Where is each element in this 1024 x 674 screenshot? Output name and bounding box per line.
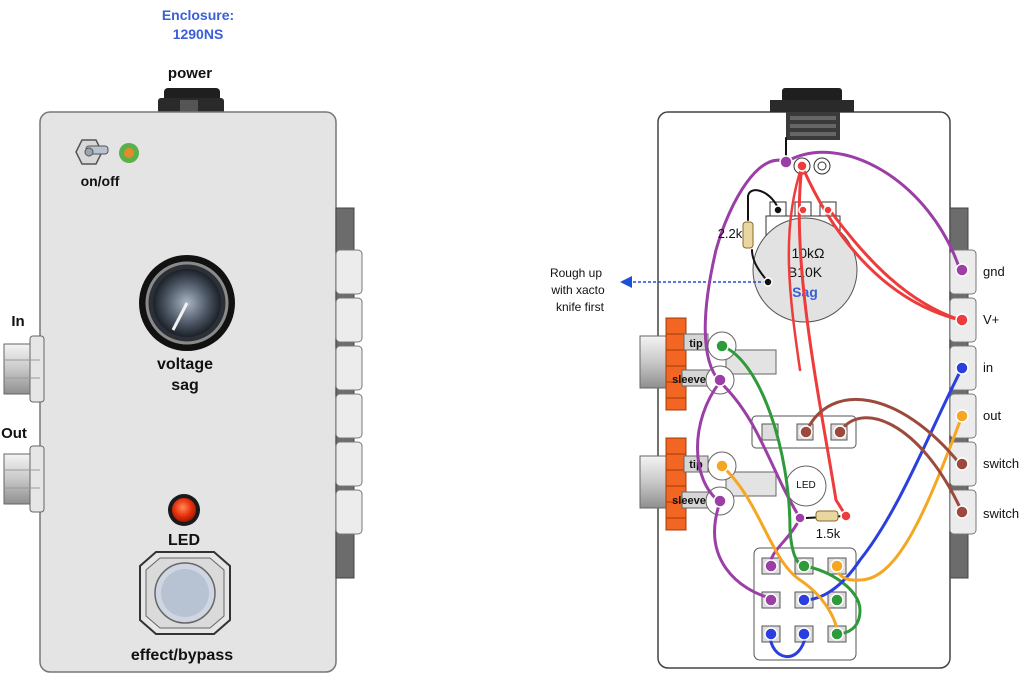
input-label: In (11, 313, 24, 330)
annotation-line1: Rough up (550, 266, 602, 280)
pad-label-vplus: V+ (983, 312, 999, 327)
pot-taper: B10K (788, 264, 823, 280)
pad-label-gnd: gnd (983, 264, 1005, 279)
power-indicator-led (119, 143, 139, 163)
power-label: power (168, 65, 212, 82)
wire-red-vplus (800, 164, 962, 322)
pad-label-out: out (983, 408, 1001, 423)
wires (696, 137, 964, 658)
output-sleeve-label: sleeve (672, 495, 706, 507)
wire-red-pot3 (826, 206, 962, 322)
knob-label-line1: voltage (157, 356, 213, 373)
wiring-led-label: LED (796, 480, 815, 491)
resistor-2k2-label: 2.2k (718, 226, 743, 241)
annotation-line2: with xacto (550, 283, 605, 297)
wire-brown-2 (838, 416, 964, 514)
power-jack-top (158, 88, 224, 114)
wire-black-pot (747, 189, 779, 221)
wire-orange-tip (720, 464, 839, 636)
annotation-line3: knife first (556, 300, 605, 314)
output-jack-front (3, 445, 45, 513)
output-jack-wiring (639, 437, 777, 531)
resistor-1k5-label: 1.5k (816, 526, 841, 541)
voltage-sag-knob (139, 255, 235, 351)
wire-brown-1 (804, 397, 962, 466)
pad-label-switch-2: switch (983, 506, 1019, 521)
on-off-toggle (75, 139, 109, 165)
wire-purple-gnd (703, 158, 788, 384)
wire-blue-low (768, 632, 808, 658)
wire-red-pot (787, 164, 804, 372)
wire-purple-sw (713, 500, 772, 600)
wire-green (720, 344, 806, 568)
resistor-1k5 (805, 510, 847, 522)
input-tip-label: tip (689, 338, 703, 350)
pad-label-switch-1: switch (983, 456, 1019, 471)
resistor-2k2 (742, 221, 754, 249)
pot-value: 10kΩ (791, 245, 824, 261)
enclosure-title: Enclosure: (162, 7, 234, 23)
wire-purple-jack (696, 380, 722, 504)
led-label: LED (168, 532, 200, 549)
input-sleeve-label: sleeve (672, 374, 706, 386)
on-off-label: on/off (81, 173, 120, 189)
wire-green-2 (802, 564, 862, 636)
pad-label-in: in (983, 360, 993, 375)
knob-label-line2: sag (171, 377, 199, 394)
side-connector-strip-left-view (335, 207, 363, 579)
output-label: Out (1, 425, 27, 442)
annotation-arrow (620, 276, 766, 288)
solder-points (713, 155, 969, 641)
status-led (168, 494, 200, 526)
wire-blue-in (802, 366, 964, 602)
wire-purple-gnd-pad (784, 150, 962, 272)
footswitch (139, 551, 231, 635)
footswitch-label: effect/bypass (131, 647, 233, 664)
enclosure-model: 1290NS (173, 26, 224, 42)
input-jack-front (3, 335, 45, 403)
